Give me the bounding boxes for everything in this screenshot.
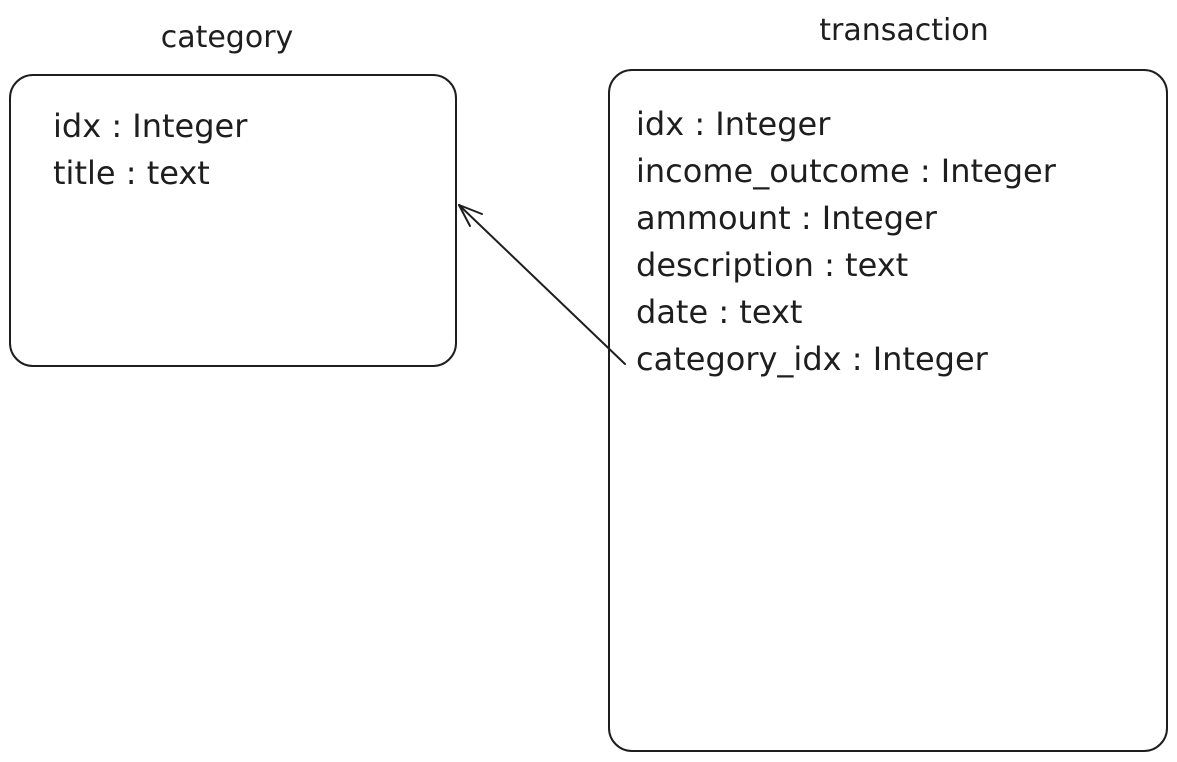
category-field-title: title : text [53, 154, 210, 192]
category-field-idx: idx : Integer [53, 107, 248, 145]
transaction-field-ammount: ammount : Integer [636, 199, 937, 237]
transaction-field-date: date : text [636, 293, 803, 331]
transaction-field-income-outcome: income_outcome : Integer [636, 152, 1056, 190]
transaction-field-category-idx: category_idx : Integer [636, 340, 988, 378]
category-entity-box [9, 74, 457, 367]
transaction-field-idx: idx : Integer [636, 105, 831, 143]
category-field-list: idx : Integer title : text [53, 103, 247, 197]
transaction-entity-title: transaction [819, 13, 989, 48]
transaction-field-description: description : text [636, 246, 909, 284]
category-entity-title: category [160, 20, 294, 55]
transaction-field-list: idx : Integer income_outcome : Integer a… [636, 101, 1056, 383]
transaction-entity-box [608, 69, 1168, 752]
